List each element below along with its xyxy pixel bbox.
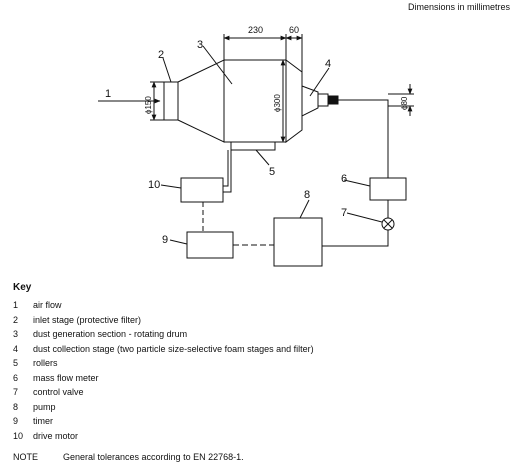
- key-item-number: 10: [13, 430, 24, 441]
- note-text: General tolerances according to EN 22768…: [63, 452, 244, 462]
- key-item: 7 control valve: [13, 385, 314, 400]
- key-item: 9 timer: [13, 414, 314, 429]
- key-item-label: control valve: [33, 387, 84, 397]
- drive-motor: [180, 177, 224, 203]
- key-title: Key: [13, 282, 32, 293]
- collection-stage: [301, 85, 319, 117]
- key-item-number: 6: [13, 372, 19, 383]
- rollers: [230, 141, 276, 151]
- key-item: 8 pump: [13, 400, 314, 415]
- key-item-number: 7: [13, 387, 19, 397]
- callout-2: 2: [158, 49, 164, 61]
- inlet-stage: [163, 81, 179, 121]
- callout-4: 4: [325, 58, 331, 70]
- note: NOTE General tolerances according to EN …: [13, 452, 244, 462]
- key-item-label: drive motor: [33, 430, 79, 441]
- callout-6: 6: [341, 173, 347, 185]
- key-item-number: 4: [13, 343, 19, 354]
- key-item-label: air flow: [33, 300, 62, 310]
- pipe-valve-pump: [322, 230, 389, 247]
- key-item-label: dust generation section - rotating drum: [33, 329, 188, 339]
- mass-flow-meter: [369, 177, 407, 201]
- dim-230: 230: [248, 25, 263, 35]
- pump: [273, 217, 323, 267]
- dim-300: ϕ300: [273, 94, 282, 112]
- key-item: 3 dust generation section - rotating drum: [13, 327, 314, 342]
- key-item-label: rollers: [33, 358, 58, 368]
- apparatus-diagram: 230 60 ϕ150 ϕ300 ϕ80 1 2 3 4 5 6 7 8 9 1…: [98, 25, 414, 267]
- key-item: 1 air flow: [13, 298, 314, 313]
- units-note: Dimensions in millimetres: [407, 2, 510, 12]
- dim-60: 60: [289, 25, 299, 35]
- key-item-number: 8: [13, 401, 19, 412]
- key-item-number: 9: [13, 416, 19, 426]
- key-item-number: 3: [13, 329, 19, 339]
- dim-80: ϕ80: [400, 96, 409, 110]
- collection-nozzle: [317, 93, 329, 107]
- drive-belt: [223, 150, 229, 187]
- callout-1: 1: [105, 88, 111, 100]
- key-item-number: 5: [13, 358, 19, 368]
- key-item: 2 inlet stage (protective filter): [13, 313, 314, 328]
- inlet-cone: [177, 59, 225, 143]
- callout-9: 9: [162, 234, 168, 246]
- callout-7: 7: [341, 207, 347, 219]
- key-item-label: mass flow meter: [33, 372, 99, 383]
- key-item: 4 dust collection stage (two particle siz…: [13, 342, 314, 357]
- key-item: 5 rollers: [13, 356, 314, 371]
- callout-3: 3: [197, 39, 203, 51]
- callout-10: 10: [148, 179, 160, 191]
- filter-holder: [327, 95, 339, 105]
- key-item: 6 mass flow meter: [13, 371, 314, 386]
- note-label: NOTE: [13, 452, 39, 462]
- key-item-label: timer: [33, 416, 53, 426]
- key-item-number: 1: [13, 300, 19, 310]
- key-item-number: 2: [13, 314, 19, 325]
- key-item: 10 drive motor: [13, 429, 314, 444]
- outlet-cone: [285, 59, 303, 143]
- key-item-label: pump: [33, 401, 56, 412]
- key-list: 1 air flow 2 inlet stage (protective filte…: [13, 298, 314, 443]
- key-item-label: inlet stage (protective filter): [33, 314, 142, 325]
- callout-5: 5: [269, 166, 275, 178]
- dim-150: ϕ150: [144, 96, 153, 114]
- pipe-outlet: [338, 99, 389, 178]
- key-item-label: dust collection stage (two particle size…: [33, 343, 314, 354]
- timer: [186, 231, 234, 259]
- callout-8: 8: [304, 189, 310, 201]
